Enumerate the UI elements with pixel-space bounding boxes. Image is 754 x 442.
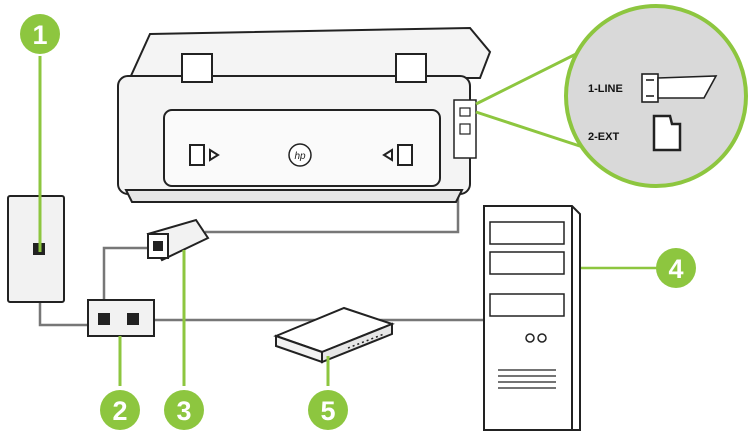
printer-left-latch [189,144,205,166]
tower-button-1 [525,333,535,343]
callout-5-label: 5 [320,396,335,426]
modem-lights [347,333,385,349]
callout-2: 2 [100,390,140,430]
phone-plug-icon [641,73,718,103]
printer [117,26,492,203]
callout-4: 4 [656,248,696,288]
printer-port-ext [459,123,471,135]
port-label-ext: 2-EXT [588,131,619,143]
tower-drive-3 [489,293,565,317]
tower-drive-1 [489,221,565,245]
printer-right-latch [397,144,413,166]
hp-logo-text: hp [294,151,306,162]
wall-jack [7,195,65,303]
tower-drive-2 [489,251,565,275]
printer-base [124,189,464,203]
tower-button-2 [537,333,547,343]
printer-port-line [459,107,471,117]
callout-5: 5 [308,390,348,430]
dsl-filter-port [153,241,163,251]
zoom-callout: 1-LINE 2-EXT [475,4,748,188]
cable-splitter-to-filter [102,246,152,320]
dsl-filter [146,218,210,262]
printer-right-arrow [382,148,393,162]
dsl-modem [273,306,395,364]
cables [38,118,660,327]
ext-port-icon [652,114,682,152]
splitter-port-left [98,313,110,325]
callout-leaders [38,56,330,386]
callout-3-label: 3 [176,396,191,426]
splitter-port-right [127,313,139,325]
callout-2-label: 2 [112,396,127,426]
tower-vents [498,369,556,389]
computer-tower [483,205,581,431]
callout-4-label: 4 [668,254,683,284]
printer-left-arrow [209,148,220,162]
printer-feet-right [395,53,427,83]
hp-logo-icon [288,143,312,167]
callout-1: 1 [20,14,60,54]
splitter-body [87,299,155,337]
splitter [87,299,155,337]
modem-side [321,322,393,364]
callout-1-label: 1 [32,20,47,50]
printer-feet-left [181,53,213,83]
port-label-line: 1-LINE [588,83,623,95]
callout-3: 3 [164,390,204,430]
